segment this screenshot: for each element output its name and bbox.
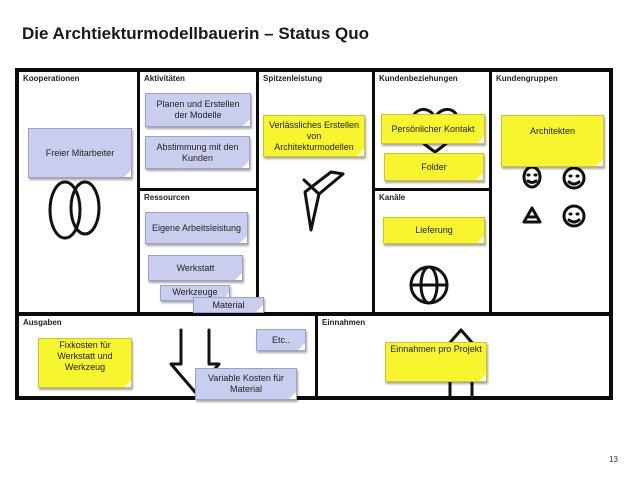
page-number: 13 xyxy=(609,455,618,464)
note-lieferung: Lieferung xyxy=(383,217,485,244)
block-label-ressourcen: Ressourcen xyxy=(144,193,190,202)
note-folder: Folder xyxy=(384,153,484,181)
block-kooperationen: Kooperationen xyxy=(19,72,137,312)
block-label-kooperationen: Kooperationen xyxy=(23,74,80,83)
block-kanaele: Kanäle xyxy=(375,191,489,312)
note-persoenlicher-kontakt: Persönlicher Kontakt xyxy=(381,114,485,144)
block-label-kundenbeziehungen: Kundenbeziehungen xyxy=(379,74,458,83)
block-label-ausgaben: Ausgaben xyxy=(23,318,62,327)
block-label-kundengruppen: Kundengruppen xyxy=(496,74,558,83)
note-etc: Etc.. xyxy=(256,329,306,351)
note-planen: Planen und Erstellen der Modelle xyxy=(145,93,251,127)
customer-faces-sketch-icon xyxy=(522,165,586,228)
block-label-einnahmen: Einnahmen xyxy=(322,318,366,327)
note-fixkosten: Fixkosten für Werkstatt und Werkzeug xyxy=(38,338,132,388)
rings-sketch-icon xyxy=(48,180,101,240)
cursor-arrow-sketch-icon xyxy=(302,170,345,232)
block-label-aktivitaeten: Aktivitäten xyxy=(144,74,185,83)
block-label-kanaele: Kanäle xyxy=(379,193,406,202)
note-abstimmung: Abstimmung mit den Kunden xyxy=(145,136,250,169)
note-architekten: Architekten xyxy=(501,115,604,167)
note-variable-kosten: Variable Kosten für Material xyxy=(195,368,297,400)
page-title: Die Archtiekturmodellbauerin – Status Qu… xyxy=(22,24,369,43)
block-label-spitzenleistung: Spitzenleistung xyxy=(263,74,323,83)
block-spitzenleistung: Spitzenleistung xyxy=(259,72,372,312)
note-werkstatt: Werkstatt xyxy=(148,255,243,281)
block-aktivitaeten: Aktivitäten xyxy=(140,72,256,188)
note-einnahmen-pro-projekt: Einnahmen pro Projekt xyxy=(385,342,487,382)
note-material: Material xyxy=(193,297,264,313)
globe-sketch-icon xyxy=(409,265,449,305)
block-kundengruppen: Kundengruppen xyxy=(492,72,609,312)
note-verlaessliches: Verlässliches Erstellen von Architekturm… xyxy=(263,115,365,157)
note-eigene-arbeitsleistung: Eigene Arbeitsleistung xyxy=(145,212,248,244)
note-freier-mitarbeiter: Freier Mitarbeiter xyxy=(28,128,132,178)
